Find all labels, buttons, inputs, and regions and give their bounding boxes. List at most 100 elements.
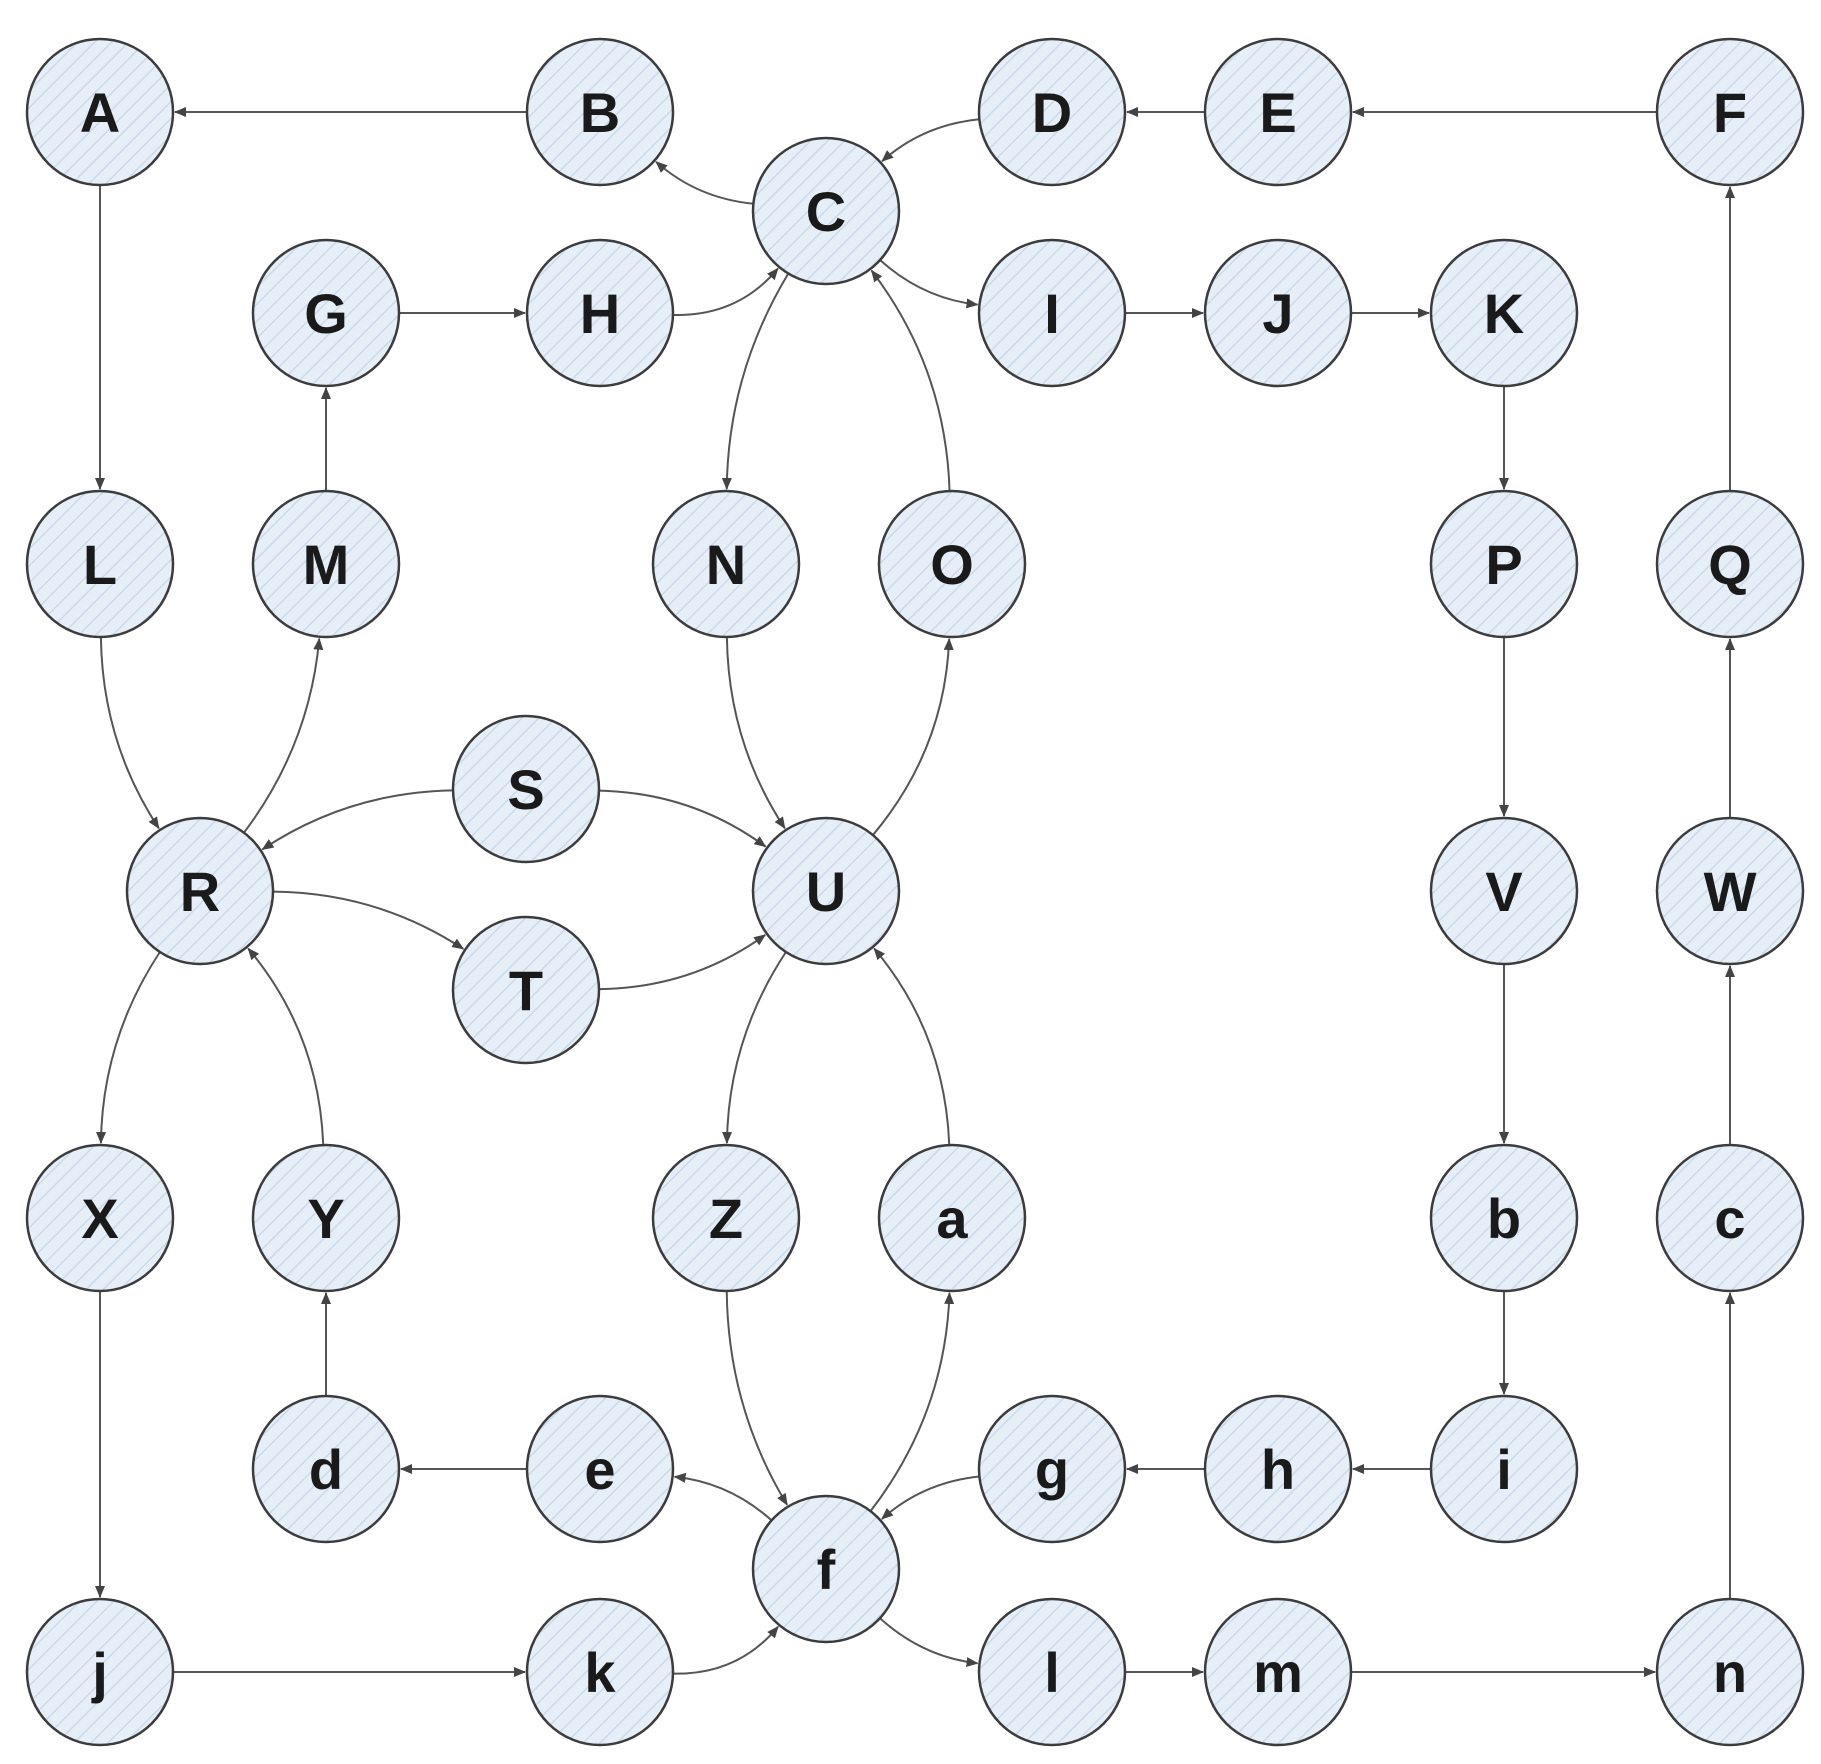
node-h: h — [1203, 1394, 1353, 1544]
node-f-circle — [751, 1494, 901, 1644]
node-K-label: K — [1484, 282, 1524, 345]
node-B-label: B — [580, 81, 620, 144]
node-W-label: W — [1704, 860, 1757, 923]
node-S: S — [451, 714, 601, 864]
node-b-label: b — [1487, 1187, 1521, 1250]
node-U: U — [751, 816, 901, 966]
node-F-circle — [1655, 37, 1805, 187]
node-S-label: S — [507, 758, 544, 821]
node-V-label: V — [1485, 860, 1522, 923]
edge-O-to-C — [870, 269, 951, 492]
node-L: L — [25, 489, 175, 639]
node-e: e — [525, 1394, 675, 1544]
node-j: j — [25, 1597, 175, 1747]
node-c: c — [1655, 1143, 1805, 1293]
node-e-label: e — [584, 1438, 615, 1501]
edge-a-to-U — [873, 947, 951, 1146]
edge-C-to-I — [879, 259, 979, 309]
node-J: J — [1203, 238, 1353, 388]
node-F: F — [1655, 37, 1805, 187]
node-d-label: d — [309, 1438, 343, 1501]
node-n-label: n — [1713, 1641, 1747, 1704]
node-X: X — [25, 1143, 175, 1293]
node-Y-label: Y — [307, 1187, 344, 1250]
node-m-label: m — [1253, 1641, 1303, 1704]
node-O: O — [877, 489, 1027, 639]
node-Q-label: Q — [1708, 533, 1752, 596]
node-G-label: G — [304, 282, 348, 345]
node-g: g — [977, 1394, 1127, 1544]
node-P-circle — [1429, 489, 1579, 639]
node-N-circle — [651, 489, 801, 639]
node-E-label: E — [1259, 81, 1296, 144]
node-Z-label: Z — [709, 1187, 743, 1250]
edge-f-to-e — [673, 1472, 773, 1522]
node-h-circle — [1203, 1394, 1353, 1544]
edge-C-to-N — [721, 273, 790, 491]
node-X-label: X — [81, 1187, 118, 1250]
edge-S-to-U — [598, 789, 767, 848]
node-E: E — [1203, 37, 1353, 187]
node-k-label: k — [584, 1641, 616, 1704]
edge-U-to-O — [872, 637, 954, 836]
node-J-label: J — [1262, 282, 1293, 345]
node-T: T — [451, 915, 601, 1065]
node-R: R — [125, 816, 275, 966]
node-H-circle — [525, 238, 675, 388]
edge-k-to-f — [672, 1625, 779, 1675]
edge-R-to-T — [272, 890, 465, 950]
node-g-circle — [977, 1394, 1127, 1544]
node-U-label: U — [806, 860, 846, 923]
node-j-label: j — [91, 1641, 108, 1704]
node-Y: Y — [251, 1143, 401, 1293]
node-j-circle — [25, 1597, 175, 1747]
node-D: D — [977, 37, 1127, 187]
node-h-label: h — [1261, 1438, 1295, 1501]
node-f: f — [751, 1494, 901, 1644]
node-G: G — [251, 238, 401, 388]
node-O-label: O — [930, 533, 974, 596]
node-k: k — [525, 1597, 675, 1747]
edge-f-to-l — [879, 1617, 979, 1668]
node-m-circle — [1203, 1597, 1353, 1747]
node-Z: Z — [651, 1143, 801, 1293]
node-P: P — [1429, 489, 1579, 639]
node-L-label: L — [83, 533, 117, 596]
node-R-circle — [125, 816, 275, 966]
node-i-circle — [1429, 1394, 1579, 1544]
node-Z-circle — [651, 1143, 801, 1293]
node-N: N — [651, 489, 801, 639]
node-T-circle — [451, 915, 601, 1065]
edge-D-to-C — [881, 118, 980, 162]
node-D-circle — [977, 37, 1127, 187]
node-I-label: I — [1044, 282, 1060, 345]
edge-L-to-R — [99, 636, 160, 830]
node-F-label: F — [1713, 81, 1747, 144]
node-M: M — [251, 489, 401, 639]
node-D-label: D — [1032, 81, 1072, 144]
edge-g-to-f — [881, 1475, 980, 1520]
node-a-circle — [877, 1143, 1027, 1293]
node-l-label: l — [1044, 1641, 1060, 1704]
node-k-circle — [525, 1597, 675, 1747]
edge-Z-to-f — [725, 1290, 788, 1506]
node-A-circle — [25, 37, 175, 187]
edges — [95, 107, 1735, 1677]
node-S-circle — [451, 714, 601, 864]
node-M-label: M — [303, 533, 350, 596]
node-K-circle — [1429, 238, 1579, 388]
node-f-label: f — [817, 1538, 836, 1601]
node-O-circle — [877, 489, 1027, 639]
node-X-circle — [25, 1143, 175, 1293]
edge-U-to-Z — [722, 951, 787, 1145]
node-G-circle — [251, 238, 401, 388]
node-Q-circle — [1655, 489, 1805, 639]
node-B-circle — [525, 37, 675, 187]
node-W-circle — [1655, 816, 1805, 966]
node-M-circle — [251, 489, 401, 639]
edge-R-to-X — [96, 951, 161, 1145]
node-K: K — [1429, 238, 1579, 388]
node-n-circle — [1655, 1597, 1805, 1747]
node-n: n — [1655, 1597, 1805, 1747]
